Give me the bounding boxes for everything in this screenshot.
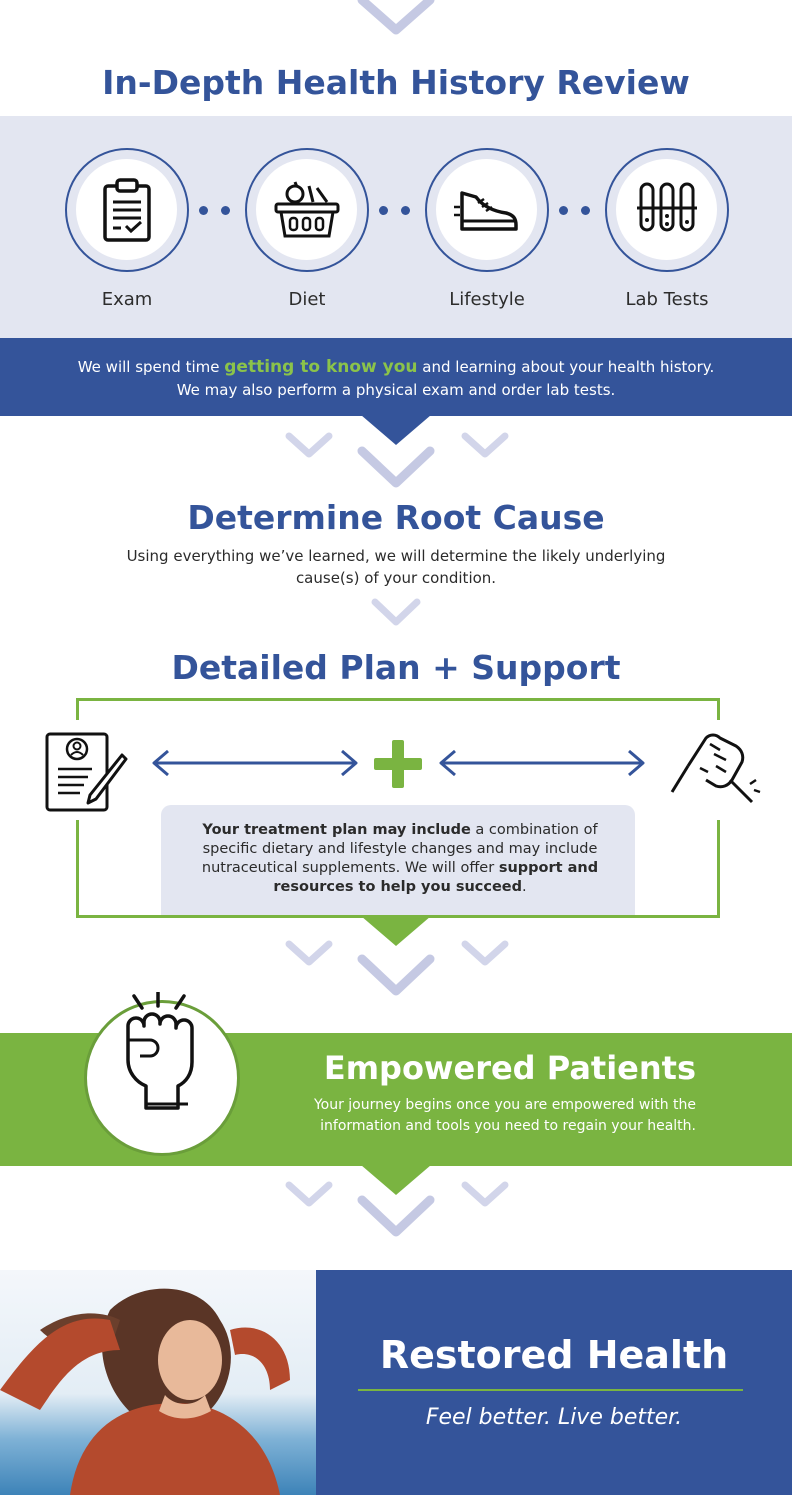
card-bold: Your treatment plan may include xyxy=(202,822,471,838)
section2-body: Using everything we’ve learned, we will … xyxy=(0,545,792,589)
step-exam xyxy=(65,148,189,272)
chevron-down-icon xyxy=(285,1181,333,1207)
history-banner: We will spend time getting to know you a… xyxy=(0,338,792,416)
chevron-down-icon xyxy=(371,598,421,626)
banner-line2: We may also perform a physical exam and … xyxy=(176,381,616,399)
double-arrow-icon xyxy=(152,749,358,777)
chevron-down-icon xyxy=(285,940,333,966)
connector-dots xyxy=(379,206,415,216)
section2-body-line: cause(s) of your condition. xyxy=(295,569,497,587)
chevron-down-icon xyxy=(461,940,509,966)
step-label-lab-tests: Lab Tests xyxy=(625,289,709,310)
banner-text: We will spend time xyxy=(77,358,225,376)
double-arrow-icon xyxy=(439,749,645,777)
woman-photo xyxy=(0,1270,316,1495)
step-label-diet: Diet xyxy=(288,289,326,310)
section4-body-line: Your journey begins once you are empower… xyxy=(313,1097,696,1113)
pointer-triangle xyxy=(361,415,431,445)
plus-icon xyxy=(374,740,422,788)
section5-tagline: Feel better. Live better. xyxy=(425,1405,683,1430)
section1-title: In-Depth Health History Review xyxy=(102,63,690,102)
pointer-triangle xyxy=(361,916,431,946)
section4-body: Your journey begins once you are empower… xyxy=(240,1095,696,1137)
chevron-down-icon xyxy=(357,954,435,996)
step-lifestyle xyxy=(425,148,549,272)
step-label-lifestyle: Lifestyle xyxy=(449,289,525,310)
chevron-down-icon xyxy=(357,0,435,35)
connector-dots xyxy=(199,206,235,216)
step-label-exam: Exam xyxy=(101,289,153,310)
banner-text: and learning about your health history. xyxy=(417,358,715,376)
chevron-down-icon xyxy=(357,446,435,488)
card-text: . xyxy=(522,879,527,895)
sneaker-icon xyxy=(453,190,518,231)
card-bold: support and resources to help you succee… xyxy=(273,860,599,895)
banner-highlight: getting to know you xyxy=(224,357,418,377)
raised-fist-icon xyxy=(126,992,194,1110)
chevron-down-icon xyxy=(285,432,333,458)
step-lab-tests xyxy=(605,148,729,272)
section4-title: Empowered Patients xyxy=(323,1049,696,1087)
chevron-down-icon xyxy=(461,432,509,458)
title-underline xyxy=(358,1389,743,1391)
section2-body-line: Using everything we’ve learned, we will … xyxy=(126,547,666,565)
card-text: a combination of specific dietary and li… xyxy=(201,822,598,876)
pointer-triangle xyxy=(361,1165,431,1195)
restored-health-panel xyxy=(316,1270,792,1495)
section4-body-line: information and tools you need to regain… xyxy=(320,1118,696,1134)
chevron-down-icon xyxy=(461,1181,509,1207)
food-basket-icon xyxy=(274,180,339,237)
treatment-plan-card: Your treatment plan may include a combin… xyxy=(161,805,635,915)
section3-title: Detailed Plan + Support xyxy=(171,648,621,687)
clipboard-icon xyxy=(102,177,151,242)
handshake-icon xyxy=(670,733,761,804)
section5-title: Restored Health xyxy=(379,1333,729,1377)
test-tubes-icon xyxy=(636,182,697,231)
connector-dots xyxy=(559,206,595,216)
step-diet xyxy=(245,148,369,272)
document-pen-icon xyxy=(45,732,128,812)
chevron-down-icon xyxy=(357,1195,435,1237)
section2-title: Determine Root Cause xyxy=(187,498,605,537)
